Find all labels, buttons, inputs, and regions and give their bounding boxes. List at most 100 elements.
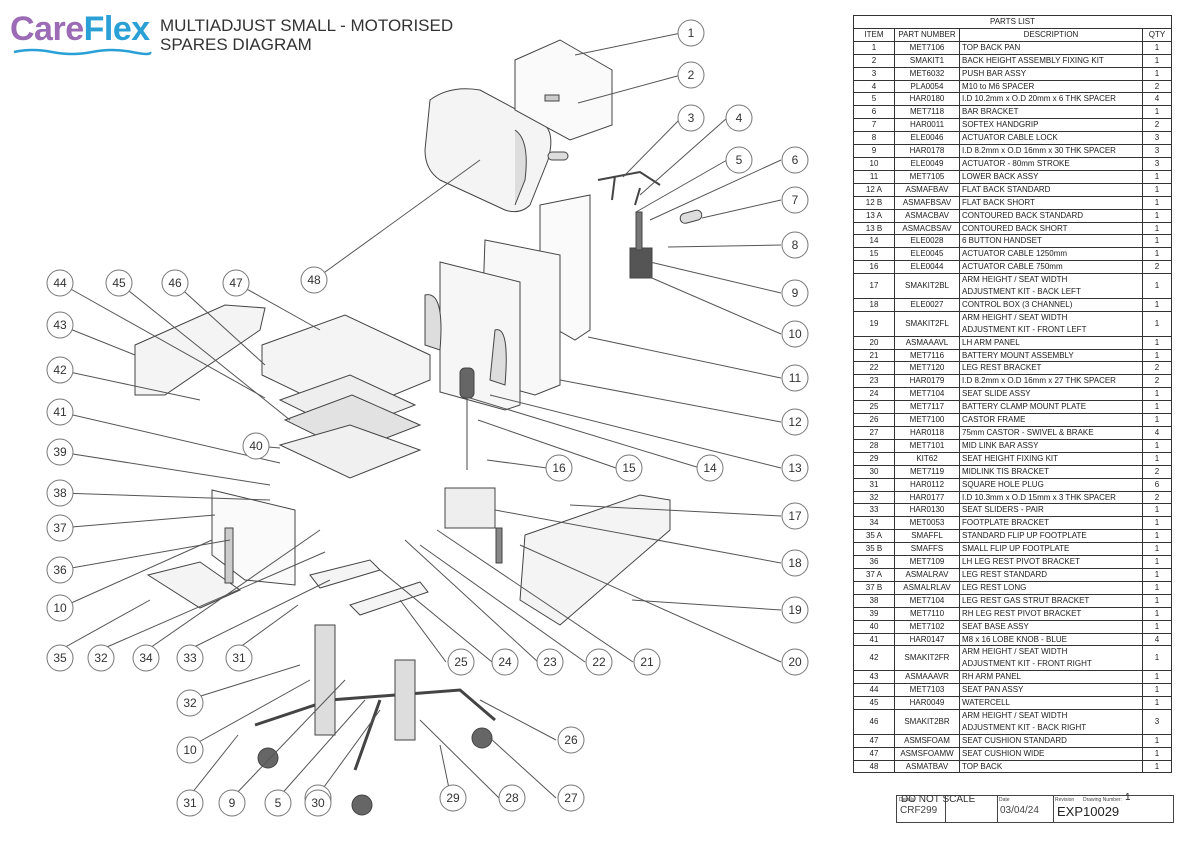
item-cell: 4	[853, 79, 895, 94]
callout-40: 40	[242, 432, 270, 460]
part-number-cell: MET7119	[894, 464, 960, 479]
part-number-cell: MET7103	[894, 683, 960, 698]
part-number-cell: HAR0049	[894, 696, 960, 710]
qty-cell: 1	[1142, 451, 1172, 466]
description-cell: SQUARE HOLE PLUG	[959, 477, 1143, 492]
item-cell: 35 A	[853, 529, 895, 544]
callout-circle	[557, 784, 585, 812]
item-cell: 27	[853, 426, 895, 440]
qty-cell: 1	[1142, 348, 1172, 363]
item-cell: 38	[853, 593, 895, 608]
callout-circle	[677, 19, 705, 47]
item-cell: 11	[853, 169, 895, 184]
callout-number: 24	[498, 655, 512, 669]
item-cell: 14	[853, 234, 895, 249]
qty-cell: 4	[1142, 426, 1172, 440]
callout-number: 9	[229, 796, 236, 810]
callout-number: 48	[307, 273, 321, 287]
part-number-cell: MET7116	[894, 348, 960, 363]
callout-number: 3	[688, 111, 695, 125]
description-cell: RH ARM PANEL	[959, 670, 1143, 685]
description-cell: ACTUATOR CABLE LOCK	[959, 131, 1143, 146]
callout-number: 47	[229, 276, 243, 290]
callout-circle	[781, 549, 809, 577]
qty-cell: 3	[1142, 156, 1172, 171]
callout-circle	[46, 644, 74, 672]
qty-cell: 2	[1142, 79, 1172, 94]
description-cell: I.D 10.2mm x O.D 20mm x 6 THK SPACER	[959, 92, 1143, 107]
callout-circle	[781, 146, 809, 174]
part-number-cell: HAR0179	[894, 374, 960, 389]
qty-cell: 1	[1142, 593, 1172, 608]
item-cell: 47	[853, 733, 895, 748]
part-number-cell: SMAFFS	[894, 542, 960, 557]
callout-number: 10	[53, 601, 67, 615]
callout-18: 18	[781, 549, 809, 577]
item-cell: 22	[853, 361, 895, 376]
callout-37: 37	[46, 514, 74, 542]
qty-cell: 1	[1142, 297, 1172, 312]
callout-30: 30	[304, 789, 332, 817]
callout-circle	[585, 648, 613, 676]
callout-32: 32	[87, 644, 115, 672]
callout-41: 41	[46, 398, 74, 426]
callout-31: 31	[176, 789, 204, 817]
callout-circle	[781, 502, 809, 530]
part-number-cell: SMAKIT1	[894, 53, 960, 68]
part-number-cell: MET7100	[894, 413, 960, 427]
part-number-cell: HAR0177	[894, 490, 960, 505]
qty-cell: 1	[1142, 567, 1172, 582]
callout-5: 5	[264, 789, 292, 817]
item-cell: 39	[853, 606, 895, 621]
callout-48: 48	[300, 266, 328, 294]
callout-number: 7	[792, 193, 799, 207]
part-number-cell: ASMATBAV	[894, 759, 960, 774]
callout-number: 32	[183, 696, 197, 710]
part-number-cell: SMAKIT2FR	[894, 645, 960, 672]
item-cell: 35 B	[853, 542, 895, 557]
callout-circle	[498, 784, 526, 812]
part-number-cell: ASMSFOAMW	[894, 746, 960, 761]
callout-number: 5	[275, 796, 282, 810]
description-cell: LEG REST LONG	[959, 580, 1143, 595]
description-cell: MID LINK BAR ASSY	[959, 438, 1143, 453]
logo-flex: Flex	[83, 10, 151, 48]
description-cell: LOWER BACK ASSY	[959, 169, 1143, 184]
callout-circle	[132, 644, 160, 672]
callout-10: 10	[781, 320, 809, 348]
description-cell: BATTERY CLAMP MOUNT PLATE	[959, 400, 1143, 415]
callout-number: 2	[688, 68, 695, 82]
part-number-cell: MET7106	[894, 40, 960, 55]
description-cell: SEAT CUSHION STANDARD	[959, 733, 1143, 748]
callout-27: 27	[557, 784, 585, 812]
item-cell: 2	[853, 53, 895, 68]
item-cell: 48	[853, 759, 895, 774]
description-cell: SEAT SLIDERS - PAIR	[959, 503, 1143, 518]
callout-circle	[725, 104, 753, 132]
callout-circle	[781, 596, 809, 624]
callout-16: 16	[545, 454, 573, 482]
callout-circle	[225, 644, 253, 672]
title-line-2: SPARES DIAGRAM	[160, 35, 312, 54]
callout-13: 13	[781, 454, 809, 482]
part-number-cell: KIT62	[894, 451, 960, 466]
callout-number: 23	[543, 655, 557, 669]
callout-44: 44	[46, 269, 74, 297]
callout-2: 2	[677, 61, 705, 89]
description-cell: LH LEG REST PIVOT BRACKET	[959, 555, 1143, 569]
part-number-cell: ASMAFBSAV	[894, 195, 960, 210]
callout-32: 32	[176, 689, 204, 717]
item-cell: 46	[853, 708, 895, 735]
item-cell: 5	[853, 92, 895, 107]
